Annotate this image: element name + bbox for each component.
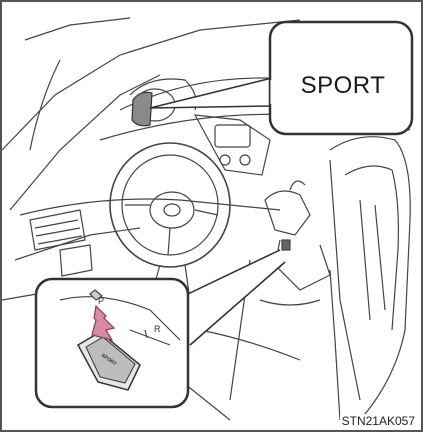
callout-sport-label: SPORT [276,58,410,114]
figure-code: STN21AK057 [340,414,417,428]
sport-indicator-highlight [132,92,152,126]
gear-p-label: P [98,296,104,306]
gear-r-label: R [154,324,161,334]
